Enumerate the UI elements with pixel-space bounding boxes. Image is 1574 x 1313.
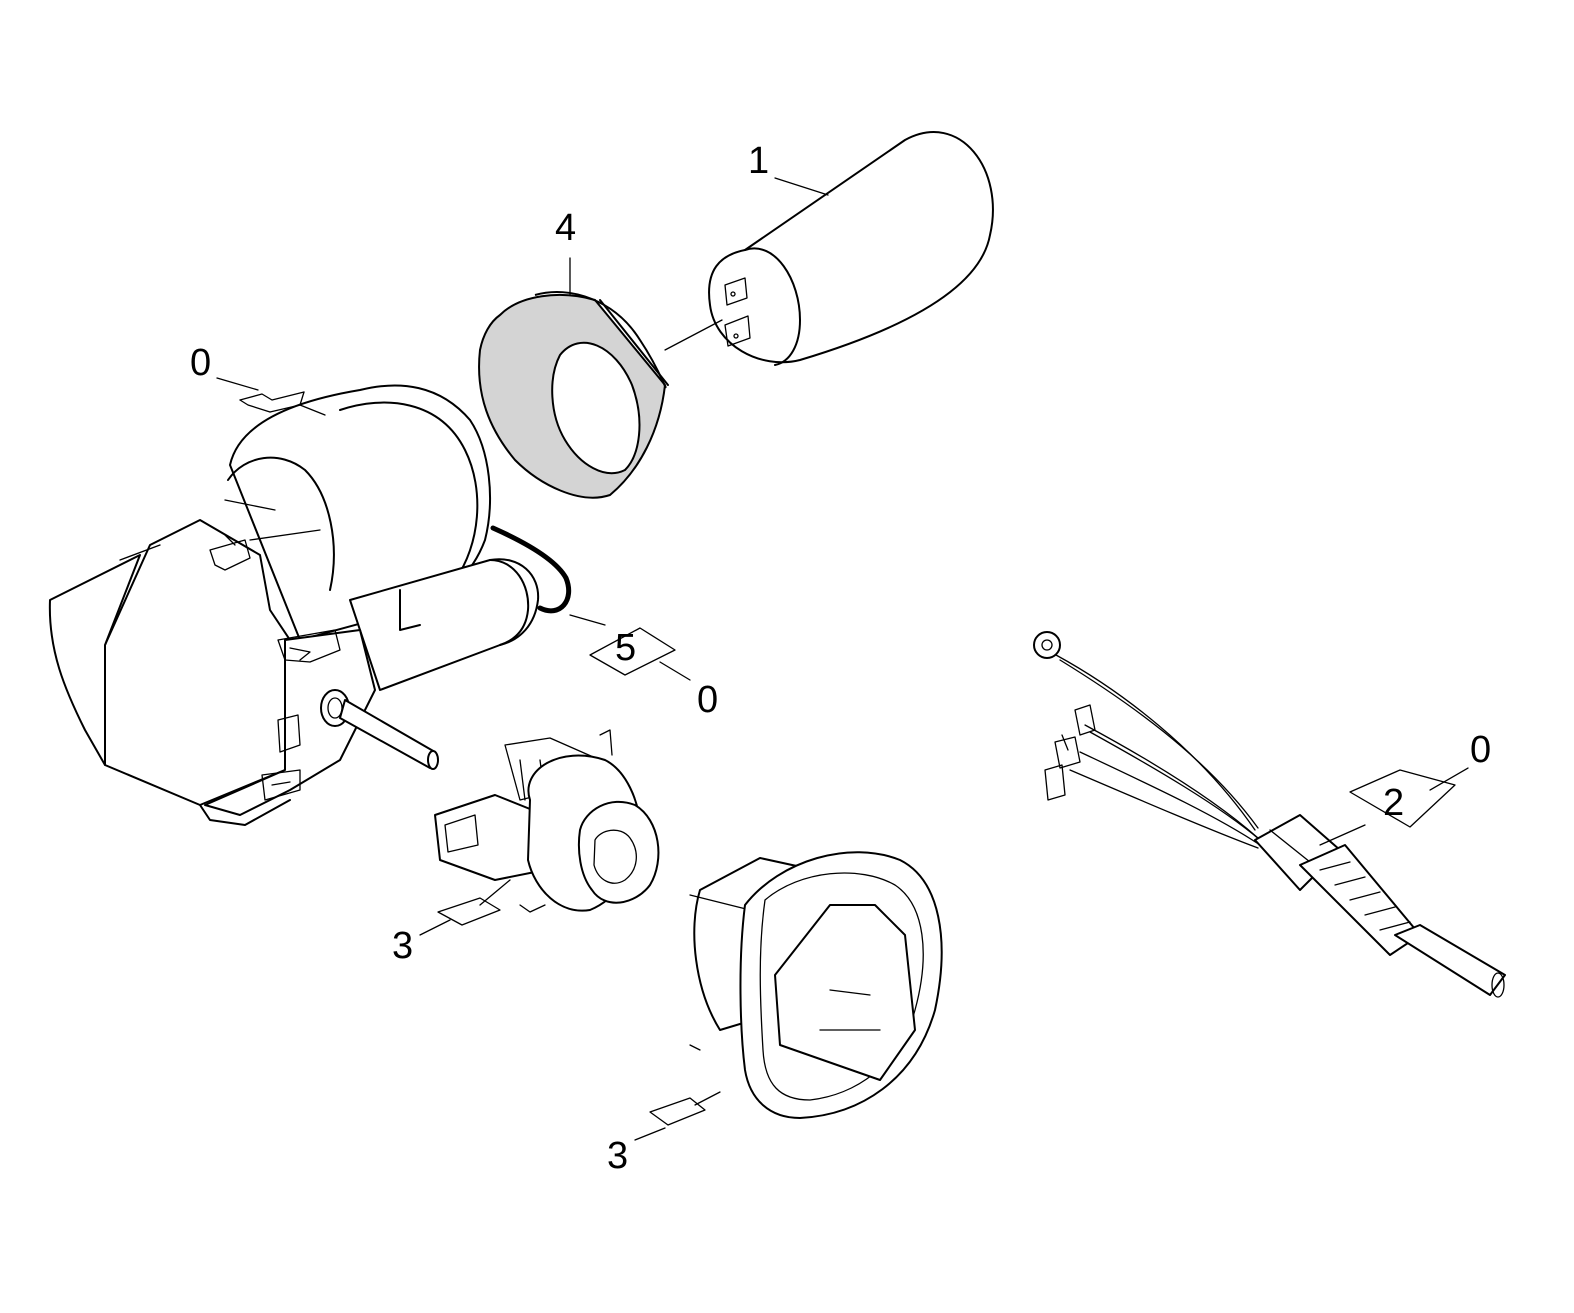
callout-2: 2 [1383,782,1404,824]
callout-3-knob: 3 [607,1135,628,1177]
callout-0-motor: 0 [190,342,211,384]
ring-sleeve [478,291,669,499]
capacitor [708,131,994,366]
rotary-knob [689,851,943,1119]
callout-5: 5 [615,627,636,669]
motor-assembly [48,384,540,826]
callout-0-gasket: 0 [697,679,718,721]
connector-plug [434,729,660,913]
gasket [490,525,572,614]
callout-0-cable: 0 [1470,729,1491,771]
leader-lines [216,177,1469,1141]
cable-harness [1033,631,1506,998]
callout-1: 1 [748,140,769,182]
callout-3-connector: 3 [392,925,413,967]
callout-4: 4 [555,207,576,249]
